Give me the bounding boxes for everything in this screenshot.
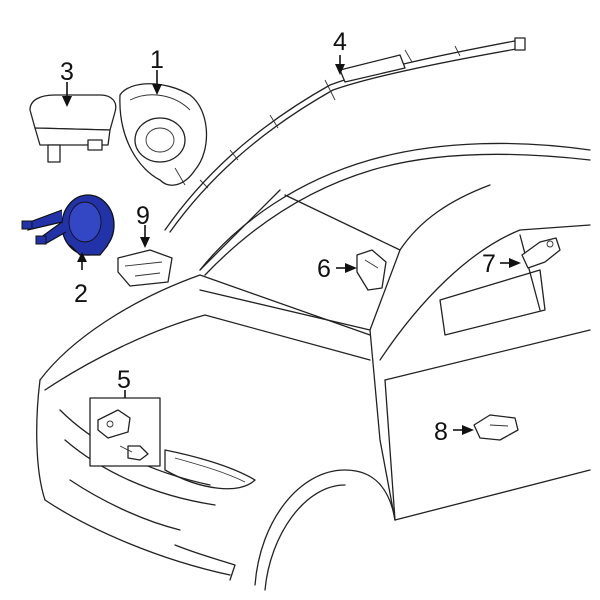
side-sensor-6 <box>356 249 387 291</box>
callout-7: 7 <box>482 250 496 278</box>
driver-airbag-module <box>119 83 208 186</box>
passenger-airbag-module <box>29 94 117 163</box>
callout-8: 8 <box>434 418 448 446</box>
callout-1: 1 <box>150 46 164 74</box>
side-sensor-7 <box>521 237 561 269</box>
front-sensor-inset <box>89 397 161 467</box>
callout-4: 4 <box>333 28 347 56</box>
clock-spring-highlighted <box>21 194 115 256</box>
callout-9: 9 <box>136 202 150 230</box>
door-sensor-8 <box>473 414 519 441</box>
callout-3: 3 <box>60 58 74 86</box>
callout-labels: 1 2 3 4 5 6 7 8 9 <box>60 28 496 446</box>
vehicle-outline <box>36 142 591 591</box>
callout-2: 2 <box>74 280 88 308</box>
callout-6: 6 <box>317 255 331 283</box>
airbag-control-module <box>117 249 173 287</box>
curtain-airbag <box>164 37 526 233</box>
callout-5: 5 <box>117 366 131 394</box>
leader-arrows <box>62 55 521 435</box>
